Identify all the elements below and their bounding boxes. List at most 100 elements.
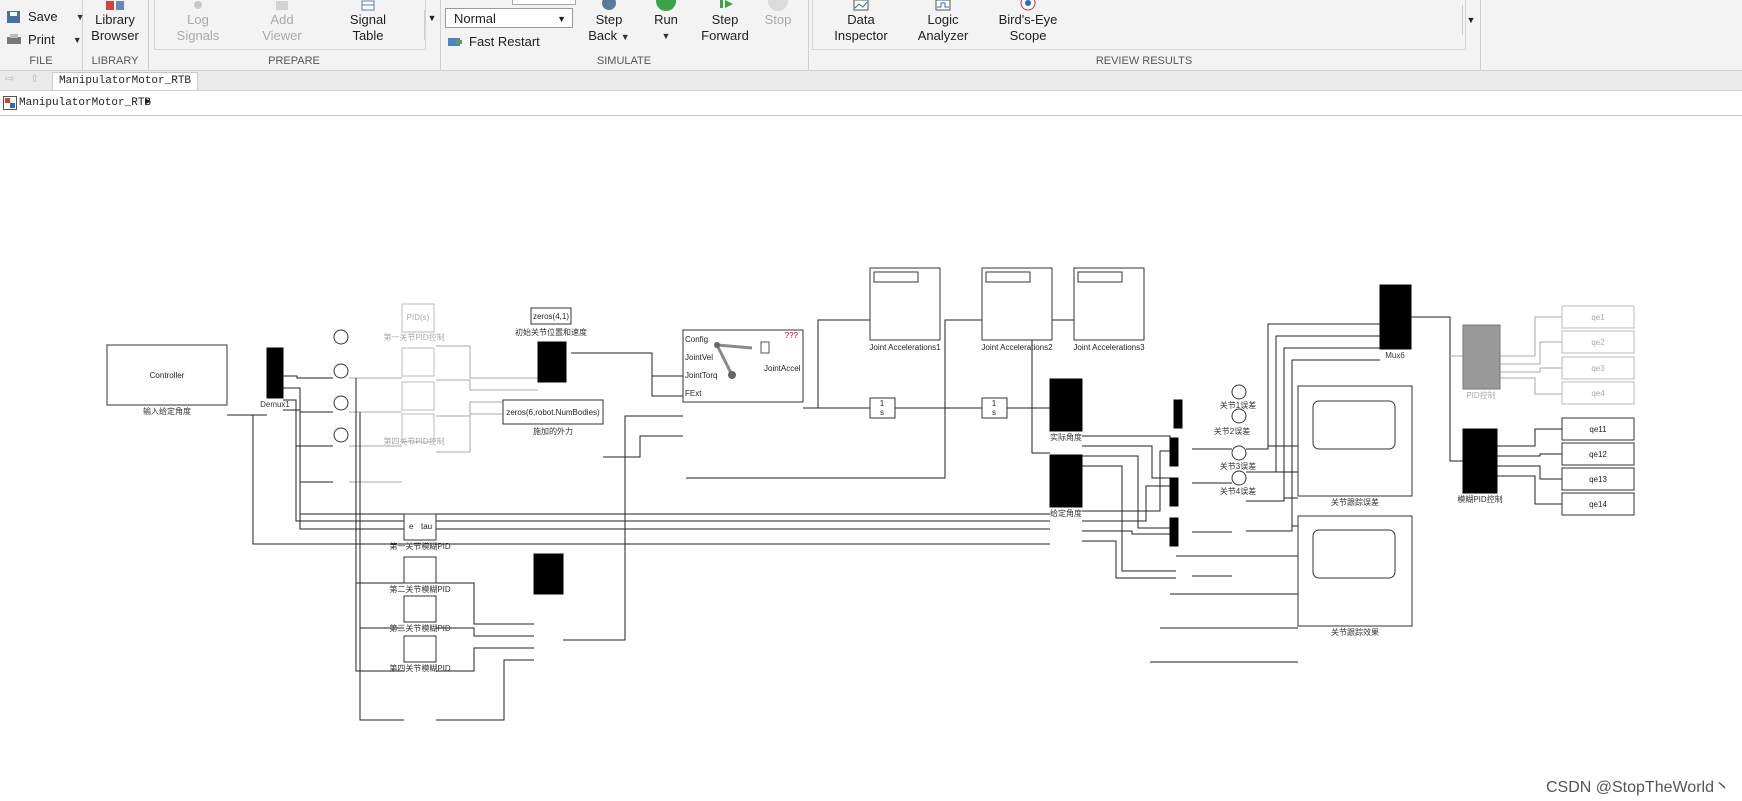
fuzzy-pid-4[interactable]: 第四关节模糊PID	[389, 635, 451, 673]
pid-blocks[interactable]: PID(s) 第一关节PID控制 第四关节PID控制	[383, 303, 445, 446]
fuzzy-mux-block[interactable]	[533, 553, 564, 595]
mux6-block[interactable]: Mux6	[1379, 284, 1412, 360]
fuzzy-pid-3[interactable]: 第三关节模糊PID	[389, 595, 451, 633]
simulation-mode-select[interactable]: Normal ▼	[445, 8, 573, 28]
external-force-block[interactable]: zeros(6,robot.NumBodies) 施加的外力	[502, 399, 604, 436]
signal-table-icon	[361, 0, 375, 11]
prepare-section: Log Signals Add Viewer Signal Table ▼ PR…	[148, 0, 441, 70]
back-arrow-icon[interactable]: ⇨	[5, 73, 15, 85]
out-qe3: qe3	[1591, 364, 1605, 373]
zeros41-text: zeros(4,1)	[533, 312, 569, 321]
up-arrow-icon[interactable]: ⇧	[30, 73, 40, 85]
demux-block[interactable]: Demux1	[260, 347, 290, 409]
log-signals-icon	[194, 1, 202, 9]
error-sum-blocks[interactable]: 关节1误差 关节2误差 关节3误差 关节4误差	[1214, 384, 1256, 496]
stop-button[interactable]: Stop	[762, 0, 794, 28]
given-angle-label: 给定角度	[1050, 508, 1082, 518]
prepare-section-label: PREPARE	[268, 55, 320, 67]
zeros-init-block[interactable]: zeros(4,1) 初始关节位置和速度	[515, 307, 587, 337]
chevron-down-icon[interactable]: ▼	[620, 32, 630, 42]
err3-label: 关节3误差	[1220, 461, 1256, 471]
step-back-button[interactable]: Step Back ▼	[586, 0, 632, 45]
print-label: Print	[28, 32, 55, 47]
integ1-num: 1	[880, 399, 885, 408]
sum-blocks-left[interactable]	[333, 329, 349, 443]
controller-block[interactable]: Controller 输入给定角度	[106, 344, 228, 416]
run-button[interactable]: Run ▼	[646, 0, 686, 44]
scope1-label: Joint Accelerations1	[869, 343, 941, 352]
data-inspector-icon	[853, 0, 869, 11]
print-button[interactable]: Print ▼	[6, 32, 82, 47]
actual-angle-block[interactable]: 实际角度	[1049, 378, 1083, 442]
library-browser-button[interactable]: Library Browser	[90, 0, 140, 44]
step-back-icon	[602, 0, 616, 10]
step-forward-button[interactable]: Step Forward	[698, 0, 752, 44]
data-inspector-button[interactable]: Data Inspector	[826, 0, 896, 44]
err2-label: 关节2误差	[1214, 426, 1250, 436]
out-qe13: qe13	[1589, 475, 1607, 484]
model-canvas[interactable]: Controller 输入给定角度 Demux1 PID(s) 第一关节PID控…	[0, 116, 1742, 801]
pid-control-subsystem[interactable]: PID控制	[1462, 324, 1501, 400]
port-jointaccel: JointAccel	[764, 364, 801, 373]
robot-arm-icon	[714, 341, 770, 379]
fast-restart-toggle[interactable]: Fast Restart	[447, 34, 540, 49]
review-expand-button[interactable]: ▼	[1462, 5, 1479, 35]
signal-table-button[interactable]: Signal Table	[338, 0, 398, 44]
add-viewer-button[interactable]: Add Viewer	[252, 0, 312, 44]
log-signals-button[interactable]: Log Signals	[168, 0, 228, 44]
track-eff-label: 关节跟踪效果	[1331, 627, 1379, 637]
tracking-error-scope[interactable]: 关节跟踪误差	[1297, 385, 1413, 507]
integ1-den: s	[880, 408, 884, 417]
given-angle-block[interactable]: 给定角度	[1049, 454, 1083, 518]
breadcrumb-model[interactable]: ManipulatorMotor_RTB	[19, 97, 152, 109]
print-icon	[7, 33, 21, 44]
model-tab[interactable]: ManipulatorMotor_RTB	[52, 72, 199, 90]
faint-output-blocks[interactable]: qe1 qe2 qe3 qe4	[1561, 305, 1635, 405]
scope-joint-accel-1[interactable]: Joint Accelerations1	[869, 267, 941, 352]
controller-text: Controller	[150, 371, 185, 380]
forward-dynamics-block[interactable]: Config JointVel JointTorq FExt JointAcce…	[682, 329, 804, 403]
chevron-down-icon[interactable]: ▼	[661, 31, 671, 41]
logic-analyzer-button[interactable]: Logic Analyzer	[908, 0, 978, 44]
file-section-label: FILE	[29, 55, 53, 67]
birds-eye-scope-label-1: Bird's-Eye	[998, 12, 1058, 27]
fuzzy3-label: 第三关节模糊PID	[389, 623, 451, 633]
stop-icon	[768, 0, 788, 11]
fuzzy-pid-control-subsystem[interactable]: 模糊PID控制	[1457, 428, 1503, 504]
breadcrumb-arrow-icon[interactable]: ▶	[145, 97, 152, 108]
error-muxes[interactable]	[1169, 399, 1183, 547]
scope-joint-accel-2[interactable]: Joint Accelerations2	[981, 267, 1053, 352]
port-fext: FExt	[685, 389, 702, 398]
chevron-down-icon[interactable]: ▼	[75, 11, 85, 22]
prepare-expand-button[interactable]: ▼	[424, 10, 439, 40]
library-browser-label-1: Library	[95, 12, 135, 27]
simulate-section: SIMULATE	[440, 0, 809, 70]
mux6-label: Mux6	[1385, 351, 1405, 360]
fuzzy-pid-2[interactable]: 第二关节模糊PID	[389, 556, 451, 594]
integrator-1[interactable]: 1 s	[869, 397, 896, 419]
fuzzy-pid-1[interactable]: e tau 第一关节模糊PID	[389, 513, 451, 551]
scope-joint-accel-3[interactable]: Joint Accelerations3	[1073, 267, 1145, 352]
stop-time-field[interactable]	[512, 0, 576, 5]
err1-label: 关节1误差	[1220, 400, 1256, 410]
simulate-section-label: SIMULATE	[596, 55, 652, 67]
simulation-mode-value: Normal	[454, 11, 496, 26]
output-blocks[interactable]: qe11 qe12 qe13 qe14	[1561, 417, 1635, 516]
breadcrumb: ManipulatorMotor_RTB ▶	[0, 91, 1742, 116]
out-qe4: qe4	[1591, 389, 1605, 398]
library-browser-icon	[106, 1, 124, 10]
tracking-effect-scope[interactable]: 关节跟踪效果	[1297, 515, 1413, 637]
fuzzy-ctrl-label: 模糊PID控制	[1457, 494, 1502, 504]
add-viewer-label-1: Add	[270, 12, 294, 27]
step-back-label-2: Back	[588, 28, 618, 43]
pid-mux-block[interactable]	[537, 341, 567, 383]
fast-restart-icon	[448, 37, 462, 46]
chevron-down-icon[interactable]: ▼	[72, 34, 82, 45]
scope3-label: Joint Accelerations3	[1073, 343, 1145, 352]
save-button[interactable]: Save ▼	[6, 9, 85, 24]
birds-eye-scope-button[interactable]: Bird's-Eye Scope	[988, 0, 1068, 44]
integrator-2[interactable]: 1 s	[981, 397, 1008, 419]
zeros6-text: zeros(6,robot.NumBodies)	[506, 408, 600, 417]
demux-label: Demux1	[260, 400, 290, 409]
review-results-section-label: REVIEW RESULTS	[1095, 55, 1193, 67]
